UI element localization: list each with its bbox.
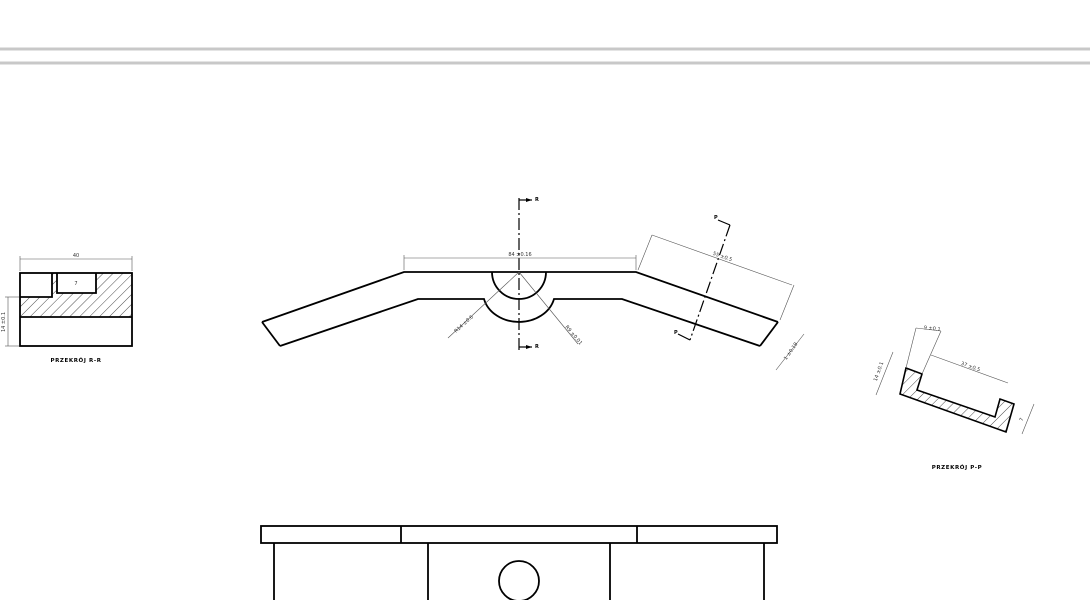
cut-label-r-top: R xyxy=(535,197,539,203)
dim-pp-inner-text: 37 ±0.5 xyxy=(960,361,981,374)
dim-line-end xyxy=(775,333,805,371)
cut-label-r-bottom: R xyxy=(535,344,539,350)
bracket-top-edge xyxy=(261,271,779,323)
cut-label-p-bottom: P xyxy=(674,330,678,336)
dim-left-radius-text: R14 ±0.6 xyxy=(453,314,475,334)
section-rr-view: 40 14 ±0.1 7 PRZEKRÓJ R-R xyxy=(1,253,133,364)
dim-line-slope xyxy=(651,234,793,286)
dim-slot-text: 7 xyxy=(74,281,77,287)
section-pp-view: 9 ±0.1 37 ±0.5 14 ±0.1 7 PRZEKRÓJ P-P xyxy=(873,325,1035,471)
main-view: R R P P 84 ±0.16 55 ±0.5 1 ±0.18 R14 ±0.… xyxy=(261,197,805,371)
bracket-right-end xyxy=(759,321,779,347)
section-rr-title: PRZEKRÓJ R-R xyxy=(50,357,101,364)
cut-label-p-top: P xyxy=(714,215,718,221)
dim-line-pp-left xyxy=(875,351,894,396)
section-line-pp xyxy=(689,224,731,341)
section-rr-hatch xyxy=(20,273,132,317)
dim-right-radius-text: R9 ±0.01 xyxy=(563,324,583,346)
dim-line-pp-right xyxy=(1021,403,1035,435)
dim-top-text: 84 ±0.16 xyxy=(508,252,531,258)
bottom-view-hole xyxy=(498,560,540,600)
dim-pp-top-text: 9 ±0.1 xyxy=(923,325,941,333)
dim-line-pp-top xyxy=(915,327,942,332)
leader-left-radius xyxy=(447,271,520,339)
dim-height-text: 14 ±0.1 xyxy=(1,312,7,332)
section-pp-hatch xyxy=(899,366,1015,434)
dim-line-pp-inner xyxy=(930,354,1009,384)
dim-pp-left-text: 14 ±0.1 xyxy=(873,361,886,382)
leader-right-radius xyxy=(518,271,579,345)
dim-width-text: 40 xyxy=(73,253,79,259)
dim-pp-right-text: 7 xyxy=(1019,417,1026,422)
bracket-left-end xyxy=(261,321,281,347)
section-rr-outline xyxy=(19,272,133,347)
bottom-view-top-plate xyxy=(260,525,778,544)
dim-slope-text: 55 ±0.5 xyxy=(712,251,733,263)
dim-end-text: 1 ±0.18 xyxy=(783,341,799,361)
bottom-view xyxy=(260,525,778,600)
section-pp-title: PRZEKRÓJ P-P xyxy=(932,464,983,471)
